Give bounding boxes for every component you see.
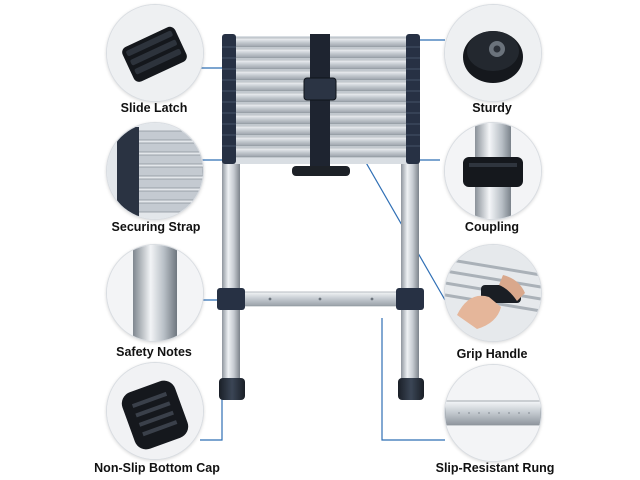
coupling-callout — [444, 122, 542, 220]
coupling-icon — [445, 123, 541, 219]
feature-label-grip-handle: Grip Handle — [456, 347, 528, 361]
handle-icon — [445, 245, 541, 341]
foot-caps — [219, 378, 424, 400]
feature-label-securing-strap: Securing Strap — [111, 220, 201, 234]
safety-notes-callout — [106, 244, 204, 342]
collapsed-rung-stack — [222, 34, 420, 176]
non-slip-cap-callout — [106, 362, 204, 460]
foot-pad-icon — [445, 5, 541, 101]
ladder-rails — [222, 160, 419, 390]
slip-resistant-rung-callout — [444, 364, 542, 462]
foot-cap-icon — [107, 363, 203, 459]
latch-icon — [107, 5, 203, 101]
feature-label-non-slip-bottom-cap: Non-Slip Bottom Cap — [94, 461, 220, 475]
feature-label-safety-notes: Safety Notes — [116, 345, 192, 359]
grip-handle-callout — [444, 244, 542, 342]
strap-icon — [107, 123, 203, 219]
feature-label-slip-resistant-rung: Slip-Resistant Rung — [435, 461, 555, 475]
securing-strap-callout — [106, 122, 204, 220]
rung-icon — [445, 365, 541, 461]
tube-icon — [107, 245, 203, 341]
sturdy-callout — [444, 4, 542, 102]
feature-label-coupling: Coupling — [464, 220, 520, 234]
feature-label-sturdy: Sturdy — [472, 101, 512, 115]
slide-latch-callout — [106, 4, 204, 102]
feature-label-slide-latch: Slide Latch — [120, 101, 188, 115]
bottom-rung — [217, 288, 424, 310]
